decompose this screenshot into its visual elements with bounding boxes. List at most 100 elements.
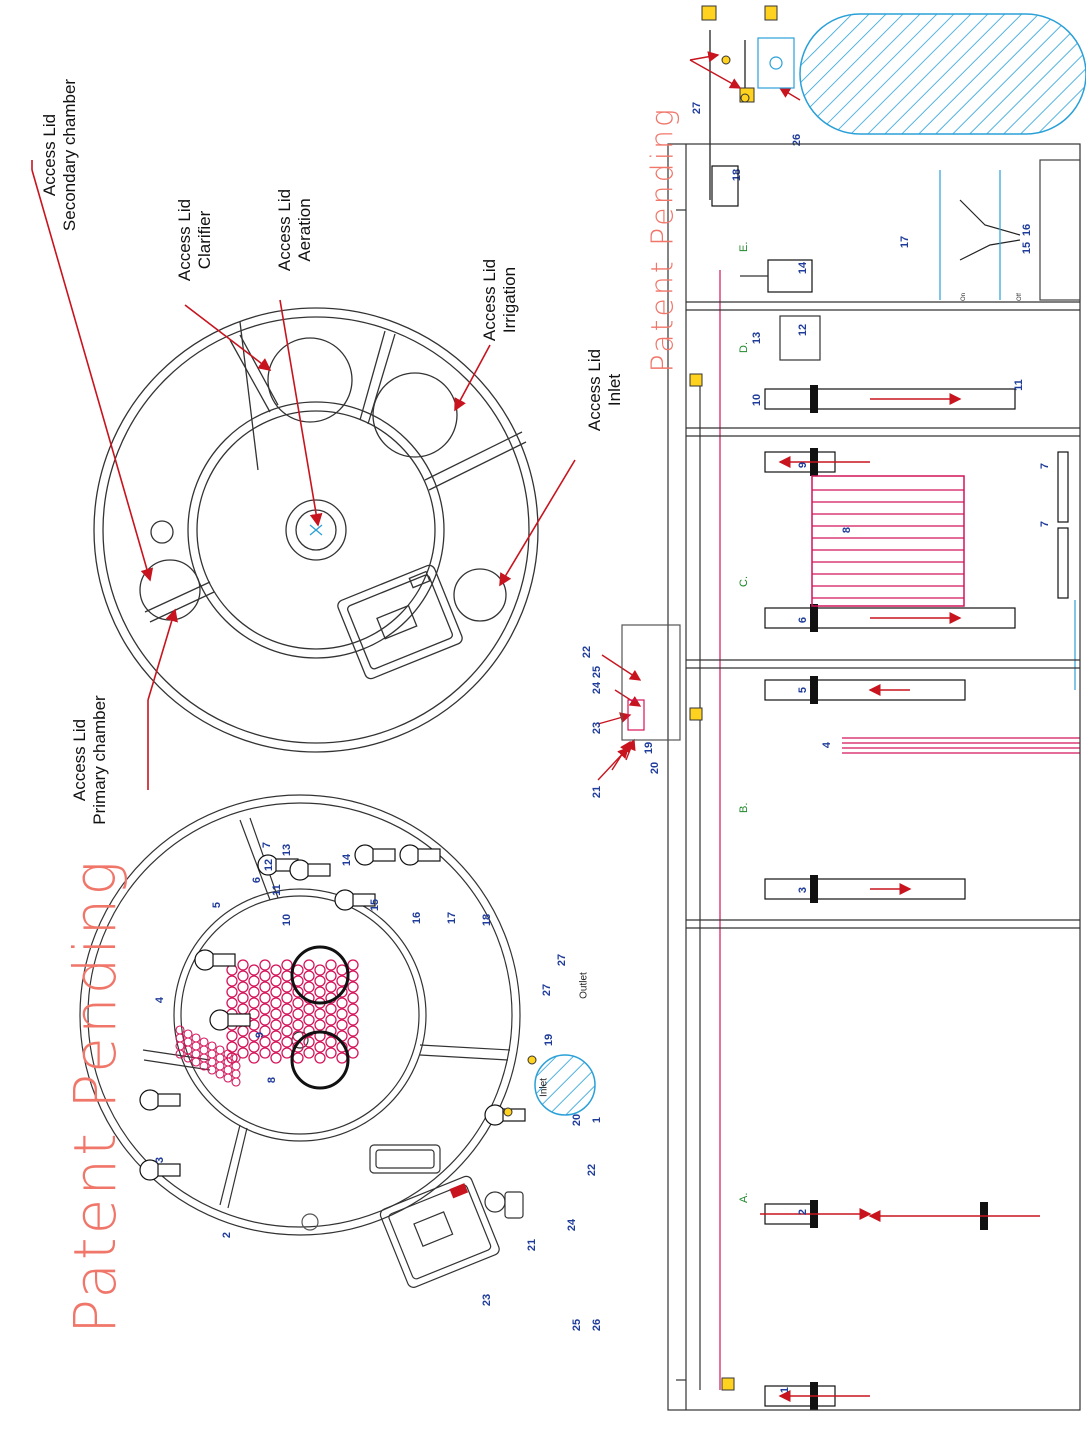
- bio-ball: [336, 997, 348, 1009]
- part-number-19: 19: [543, 1034, 555, 1046]
- section-pipe: [764, 679, 966, 701]
- part-number-11: 11: [271, 884, 283, 896]
- callout-27b: [689, 51, 720, 63]
- bio-ball: [325, 1014, 337, 1026]
- bio-ball: [292, 997, 304, 1009]
- part-number-18: 18: [481, 914, 493, 926]
- bio-ball: [259, 1047, 271, 1059]
- pipe-stub: [227, 1013, 251, 1027]
- media-ball: [231, 1061, 241, 1071]
- aeration-lid: [285, 499, 347, 561]
- pipe-coupler: [810, 604, 818, 632]
- part-number-11: 11: [1013, 379, 1025, 391]
- bio-ball: [281, 1025, 293, 1037]
- part-number-21: 21: [526, 1239, 538, 1251]
- chamber-c-label: C.: [738, 576, 750, 587]
- bio-ball: [314, 986, 326, 998]
- part-number-27: 27: [691, 102, 703, 114]
- part-number-3: 3: [154, 1157, 166, 1163]
- bio-ball: [347, 970, 359, 982]
- bio-ball: [226, 986, 238, 998]
- bio-ball: [325, 1025, 337, 1037]
- media-ball: [215, 1069, 225, 1079]
- section-pipe: [764, 878, 966, 900]
- bio-ball: [303, 1025, 315, 1037]
- bio-ball: [270, 986, 282, 998]
- media-ball: [223, 1073, 233, 1083]
- bio-ball: [281, 992, 293, 1004]
- pipe-coupler: [810, 385, 818, 413]
- blower-housing: [337, 564, 463, 680]
- float-off-label: Off: [1017, 293, 1023, 301]
- pipe-tee: [484, 1104, 506, 1126]
- yellow-fitting: [764, 5, 778, 21]
- callout-24: [601, 654, 642, 681]
- bio-ball: [314, 1019, 326, 1031]
- bio-ball: [336, 986, 348, 998]
- bio-ball: [314, 1041, 326, 1053]
- media-ball: [215, 1045, 225, 1055]
- bio-ball: [259, 1003, 271, 1015]
- callout-23: [597, 712, 632, 725]
- bio-ball: [325, 1036, 337, 1048]
- part-number-24: 24: [591, 681, 603, 694]
- chamber-a-label: A.: [738, 1192, 750, 1203]
- bio-ball: [314, 975, 326, 987]
- part-number-4: 4: [821, 741, 833, 748]
- media-ball: [191, 1033, 201, 1043]
- bio-ball: [336, 1052, 348, 1064]
- bio-ball: [325, 981, 337, 993]
- part-number-6: 6: [251, 877, 263, 883]
- part-number-25: 25: [571, 1319, 583, 1331]
- bio-ball: [292, 1019, 304, 1031]
- part-number-21: 21: [591, 786, 603, 798]
- media-ball: [199, 1045, 209, 1055]
- part-number-5: 5: [211, 902, 223, 908]
- part-number-15: 15: [1021, 242, 1033, 254]
- part-number-23: 23: [591, 722, 603, 734]
- part-number-15: 15: [369, 899, 381, 911]
- bio-ball: [259, 1014, 271, 1026]
- chamber-e-label: E.: [738, 241, 750, 252]
- blower-box: [621, 624, 681, 741]
- bio-ball: [248, 1052, 260, 1064]
- bio-ball: [347, 959, 359, 971]
- pipe-stub: [372, 848, 396, 862]
- irrigation-tank: [799, 13, 1086, 135]
- secondary-lid: [139, 559, 201, 621]
- yellow-fitting: [689, 707, 703, 721]
- media-ball: [199, 1053, 209, 1063]
- lid-plan-view: [93, 307, 539, 753]
- bio-ball: [292, 986, 304, 998]
- bio-ball: [270, 1030, 282, 1042]
- pipe-tee: [399, 844, 421, 866]
- pipe-stub: [307, 863, 331, 877]
- bio-ball: [226, 1030, 238, 1042]
- media-ball: [199, 1061, 209, 1071]
- part-number-9: 9: [254, 1032, 266, 1038]
- bio-ball: [292, 1008, 304, 1020]
- part-number-2: 2: [797, 1209, 809, 1215]
- media-grid: [811, 475, 965, 607]
- part-number-18: 18: [731, 169, 743, 181]
- blower-housing-plan: [379, 1175, 500, 1288]
- part-number-16: 16: [411, 912, 423, 924]
- pipe-coupler: [810, 875, 818, 903]
- callout-26: [778, 87, 801, 101]
- bio-ball: [237, 1025, 249, 1037]
- pipe-tee: [194, 949, 216, 971]
- part-number-24: 24: [566, 1218, 578, 1231]
- bio-ball: [292, 1052, 304, 1064]
- part-number-5: 5: [797, 687, 809, 693]
- bio-ball: [248, 1030, 260, 1042]
- part-number-9: 9: [797, 462, 809, 468]
- part-number-25: 25: [591, 666, 603, 678]
- media-ball: [223, 1049, 233, 1059]
- media-ball: [191, 1057, 201, 1067]
- pipe-tee: [139, 1089, 161, 1111]
- irrigation-lid-leader: [454, 344, 491, 412]
- bio-ball: [325, 1003, 337, 1015]
- bio-ball: [281, 1014, 293, 1026]
